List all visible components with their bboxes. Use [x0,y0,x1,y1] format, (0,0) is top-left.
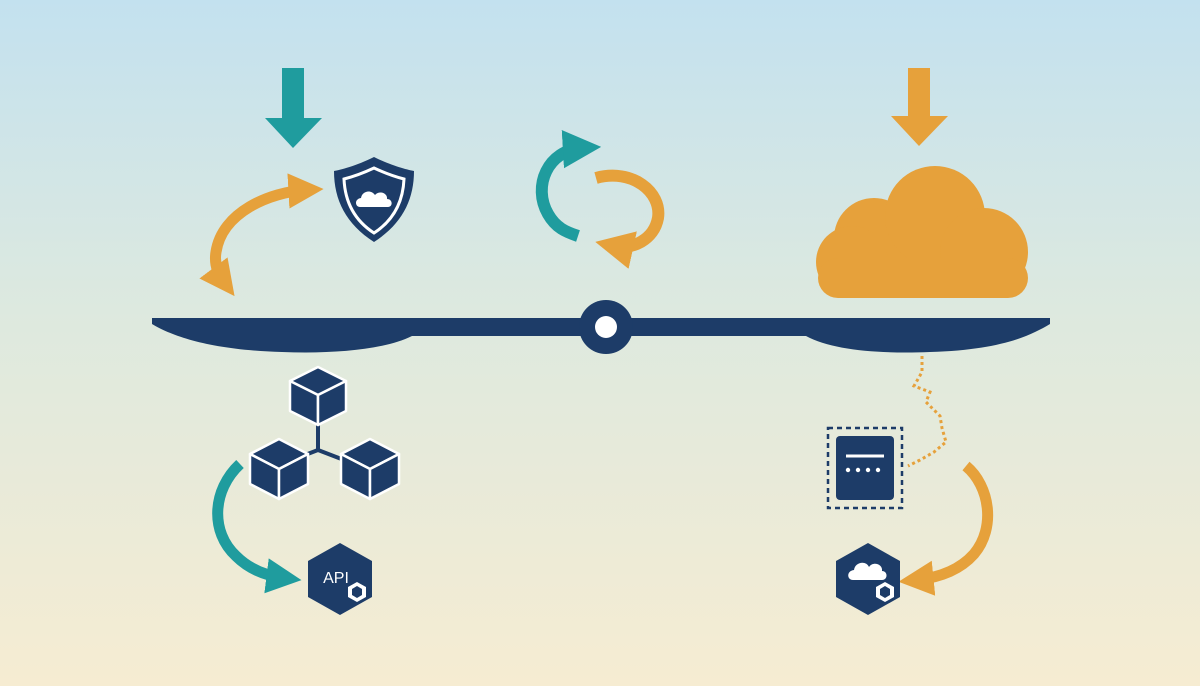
cloud-hexagon-icon [836,543,900,615]
teal-down-arrow-icon [265,68,322,148]
orange-curved-arrow-icon [898,461,994,596]
lightning-zigzag-icon [907,356,948,468]
pivot-icon [579,300,633,354]
orange-curved-double-arrow-icon [199,173,324,297]
gear-hex-icon [876,582,894,602]
orange-down-arrow-icon [891,68,948,146]
sync-arrows-icon [535,129,665,269]
shield-cloud-icon [334,157,414,242]
gear-hex-icon [348,582,366,602]
cubes-cluster-icon [248,365,401,501]
teal-curved-arrow-icon [212,459,302,594]
server-card-icon [826,426,904,510]
api-hexagon-icon: API [308,543,372,615]
large-cloud-icon [816,166,1028,298]
api-label: API [323,570,349,587]
